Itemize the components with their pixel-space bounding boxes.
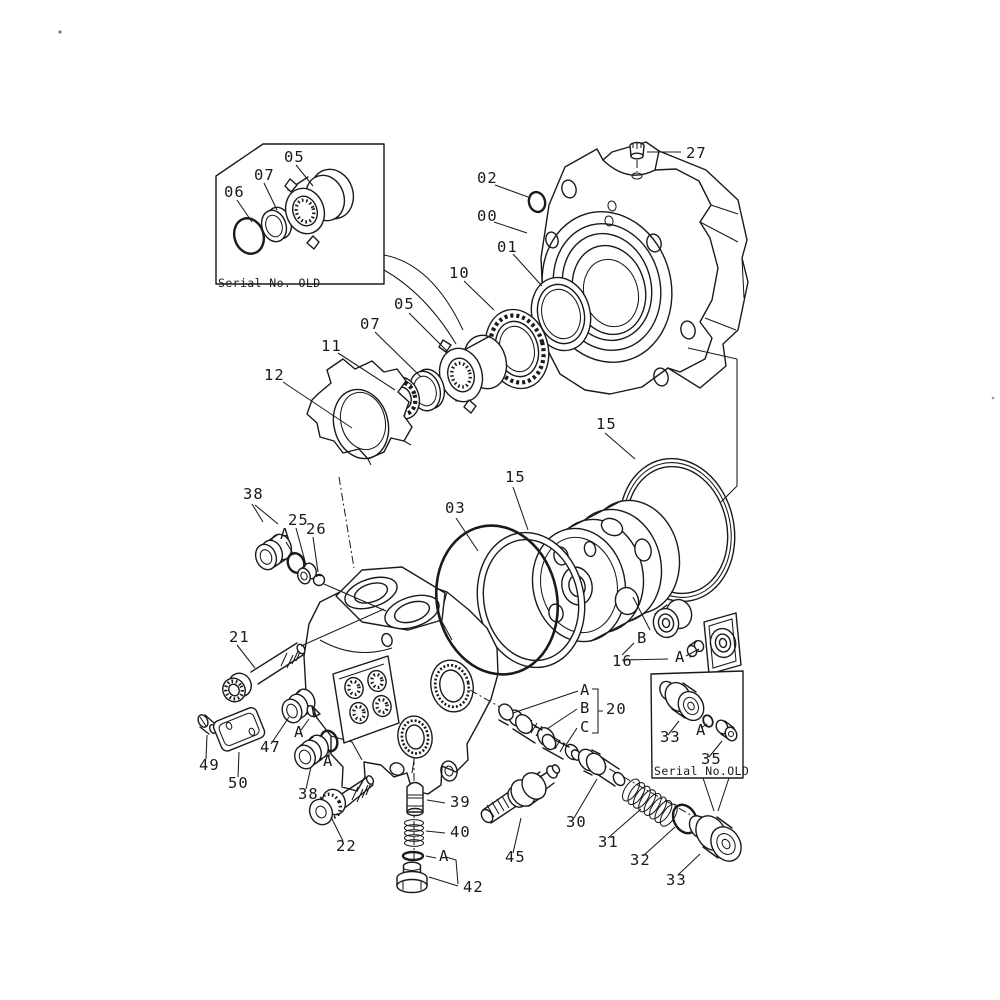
callout-a-inset: A xyxy=(696,721,706,739)
bolt-21 xyxy=(222,642,306,703)
callout-32: 32 xyxy=(630,851,651,869)
callout-10: 10 xyxy=(449,264,470,282)
plug-38-mid xyxy=(294,734,329,770)
callout-12: 12 xyxy=(264,366,285,384)
bolt-22 xyxy=(308,775,375,826)
inset-old-serial-bottom xyxy=(650,670,744,812)
ring-15-left xyxy=(476,531,586,669)
plug-27 xyxy=(629,141,645,160)
callout-42: 42 xyxy=(463,878,484,896)
callout-39: 39 xyxy=(450,793,471,811)
callout-a-47: A xyxy=(294,723,304,741)
callout-spool-c: C xyxy=(580,718,590,736)
callout-35-inset: 35 xyxy=(701,750,722,768)
callout-05: 05 xyxy=(394,295,415,313)
valve-body xyxy=(303,566,499,795)
scan-speck xyxy=(58,30,62,34)
piston-30 xyxy=(577,748,626,787)
screw-35-old xyxy=(715,719,738,742)
plate-12 xyxy=(306,358,413,466)
callout-50: 50 xyxy=(228,774,249,792)
callout-45: 45 xyxy=(505,848,526,866)
roller-16b xyxy=(652,598,693,639)
callout-22: 22 xyxy=(336,837,357,855)
oring-a-old xyxy=(702,714,714,728)
callout-38-top: 38 xyxy=(243,485,264,503)
callout-labels: 05 07 06 Serial No. OLD 27 02 00 01 10 0… xyxy=(199,144,749,896)
plug-42 xyxy=(396,861,428,894)
callout-25: 25 xyxy=(288,511,309,529)
oring-02 xyxy=(527,190,547,214)
callout-spool-a: A xyxy=(580,681,590,699)
callout-01: 01 xyxy=(497,238,518,256)
plug-33-old xyxy=(659,680,705,722)
callout-05-inset: 05 xyxy=(284,148,305,166)
spring-31 xyxy=(622,778,678,827)
spool-20c xyxy=(541,733,582,761)
callout-06-inset: 06 xyxy=(224,183,245,201)
callout-07: 07 xyxy=(360,315,381,333)
seat-25 xyxy=(297,562,317,585)
callout-16: 16 xyxy=(612,652,633,670)
plug-38-top xyxy=(254,533,293,571)
callout-15-right: 15 xyxy=(596,415,617,433)
spool-20a xyxy=(498,703,524,727)
callout-49: 49 xyxy=(199,756,220,774)
callout-21: 21 xyxy=(229,628,250,646)
inset-top-caption: Serial No. OLD xyxy=(218,276,321,290)
callout-27: 27 xyxy=(686,144,707,162)
callout-a-16: A xyxy=(675,648,685,666)
bushing-05-old xyxy=(284,168,355,250)
inset-old-serial-top xyxy=(215,143,464,345)
callout-40: 40 xyxy=(450,823,471,841)
rear-housing-00 xyxy=(540,141,749,395)
callout-a-top: A xyxy=(280,525,290,543)
callout-33-inset: 33 xyxy=(660,728,681,746)
plate-16 xyxy=(703,612,742,675)
cone-47a xyxy=(306,704,321,718)
callout-spool-b: B xyxy=(580,699,590,717)
callout-15-left: 15 xyxy=(505,468,526,486)
callout-31: 31 xyxy=(598,833,619,851)
callout-02: 02 xyxy=(477,169,498,187)
seal-01 xyxy=(530,276,592,352)
callout-07-inset: 07 xyxy=(254,166,275,184)
ring-07-old xyxy=(260,206,293,243)
plug-47 xyxy=(281,688,316,724)
inset-bottom-caption: Serial No.OLD xyxy=(654,764,749,778)
valve-39 xyxy=(406,781,424,817)
callout-26: 26 xyxy=(306,520,327,538)
oring-a-42 xyxy=(401,850,425,862)
leader-lines xyxy=(205,151,738,887)
callout-11: 11 xyxy=(321,337,342,355)
ball-26 xyxy=(312,573,326,587)
callout-03: 03 xyxy=(445,499,466,517)
callout-a-38b: A xyxy=(323,752,333,770)
callout-b-16: B xyxy=(637,629,647,647)
spring-40 xyxy=(403,819,425,847)
retainer-05 xyxy=(438,334,508,414)
callout-47: 47 xyxy=(260,738,281,756)
callout-38-mid: 38 xyxy=(298,785,319,803)
callout-33: 33 xyxy=(666,871,687,889)
callout-30: 30 xyxy=(566,813,587,831)
callout-a-42: A xyxy=(439,847,449,865)
relief-valve-45 xyxy=(480,764,561,824)
oring-03 xyxy=(434,524,560,676)
plate-50 xyxy=(212,707,266,752)
callout-20: 20 xyxy=(606,700,627,718)
callout-00: 00 xyxy=(477,207,498,225)
scan-speck xyxy=(991,396,995,400)
plug-33 xyxy=(688,815,742,862)
